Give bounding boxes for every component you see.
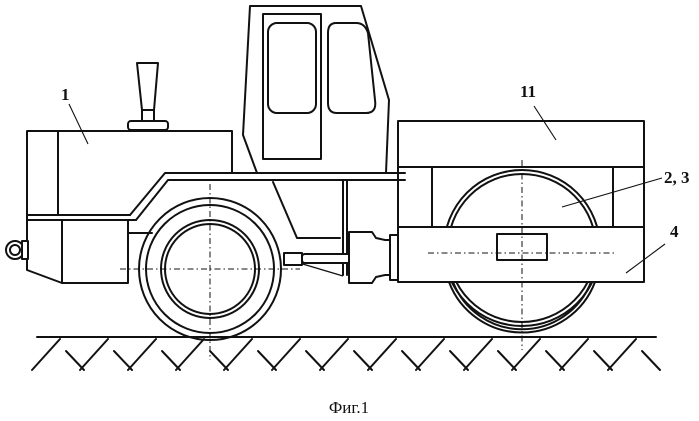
hatch-stroke (353, 350, 373, 371)
callout-label-2-3: 2, 3 (664, 168, 690, 187)
universal-joint (348, 231, 394, 284)
hatch-stroke (113, 350, 133, 371)
ground-hatching (31, 338, 661, 371)
engine-hood (26, 62, 233, 227)
hatch-stroke (175, 338, 205, 371)
figure-caption: Фиг.1 (329, 398, 369, 417)
hatch-stroke (319, 338, 349, 371)
hatch-stroke (271, 338, 301, 371)
rear-wheel (120, 184, 300, 360)
hatch-stroke (449, 350, 469, 371)
ground (31, 336, 661, 371)
roller-frame-top (397, 120, 645, 168)
hatch-stroke (463, 338, 493, 371)
callout-1: 1 (61, 85, 89, 145)
callout-4: 4 (625, 222, 679, 274)
cab-side-window (327, 22, 377, 114)
rear-battery-box (61, 219, 129, 284)
shaft-flange (389, 234, 399, 281)
hatch-stroke (415, 338, 445, 371)
hatch-stroke (209, 350, 229, 371)
hood-outline (26, 130, 233, 227)
hatch-stroke (79, 338, 109, 371)
hatch-stroke (367, 338, 397, 371)
drive-section (272, 179, 399, 284)
hatch-stroke (641, 350, 661, 371)
hatch-stroke (497, 350, 517, 371)
cab-door (262, 13, 322, 160)
hatch-stroke (559, 338, 589, 371)
hatch-stroke (305, 350, 325, 371)
hatch-stroke (593, 350, 613, 371)
roller-unit (397, 120, 645, 350)
rear-counterweight (26, 219, 63, 284)
callout-2-3: 2, 3 (561, 168, 690, 208)
callout-label-4: 4 (670, 222, 679, 241)
hatch-stroke (127, 338, 157, 371)
hatch-stroke (607, 338, 637, 371)
hatch-stroke (31, 338, 61, 371)
hatch-stroke (401, 350, 421, 371)
callout-label-1: 1 (61, 85, 70, 104)
callout-11: 11 (520, 82, 557, 141)
hatch-stroke (223, 338, 253, 371)
operator-cab (242, 5, 390, 174)
cab-outline (242, 5, 390, 174)
cab-door-window (267, 22, 317, 114)
hatch-stroke (161, 350, 181, 371)
tow-hitch (5, 240, 29, 260)
roller-frame-side (397, 166, 645, 228)
chassis-frame (5, 172, 406, 284)
exhaust-stack (127, 62, 169, 131)
callout-label-11: 11 (520, 82, 536, 101)
hatch-stroke (65, 350, 85, 371)
hatch-stroke (545, 350, 565, 371)
hatch-stroke (257, 350, 277, 371)
hatch-stroke (511, 338, 541, 371)
